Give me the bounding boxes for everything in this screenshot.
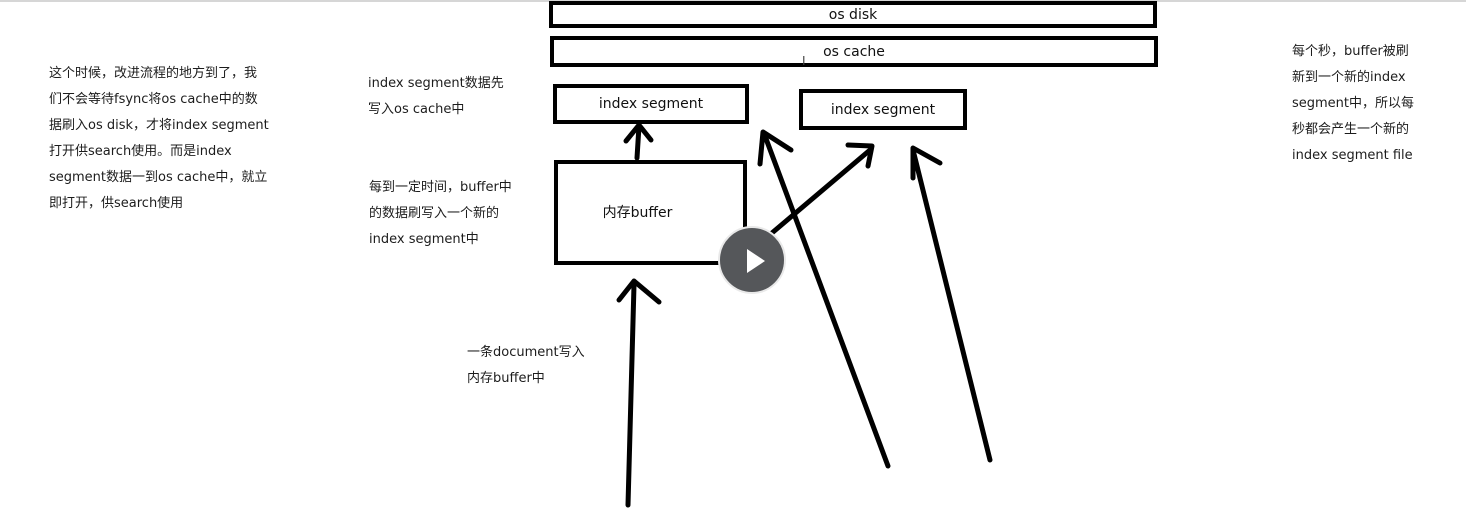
index-segment-label-2: index segment: [830, 101, 936, 118]
arrow-buffer-to-segment: [634, 123, 642, 161]
play-icon: [747, 249, 765, 273]
note-right: 每个秒，buffer被刷 新到一个新的index segment中，所以每 秒都…: [1292, 44, 1415, 163]
note-buffer-flush: 每到一定时间，buffer中 的数据刷写入一个新的 index segment中: [369, 180, 512, 247]
os-cache-box: os cache: [550, 36, 1158, 67]
arrow-buffer-to-segment-2-head: [845, 142, 875, 169]
note-document-write: 一条document写入 内存buffer中: [467, 345, 585, 386]
index-segment-label-1: index segment: [598, 96, 704, 112]
index-segment-box-2: index segment: [799, 89, 967, 130]
os-disk-label: os disk: [828, 6, 878, 23]
arrow-buffer-to-segment-head: [623, 122, 654, 144]
arrow-long-to-segment-1: [762, 133, 891, 469]
arrow-long-to-segment-1-head: [757, 129, 794, 167]
arrow-document-to-buffer: [625, 282, 637, 508]
arrow-document-to-buffer-head: [616, 278, 662, 305]
os-disk-box: os disk: [549, 1, 1157, 28]
note-left: 这个时候，改进流程的地方到了，我 们不会等待fsync将os cache中的数 …: [49, 66, 269, 211]
memory-buffer-label: 内存buffer: [602, 205, 673, 221]
os-cache-label: os cache: [823, 43, 885, 60]
arrow-long-to-segment-2: [910, 147, 993, 463]
index-segment-box-1: index segment: [553, 84, 749, 124]
text-cursor-icon: I: [802, 54, 806, 68]
note-segment-write: index segment数据先 写入os cache中: [368, 76, 504, 117]
memory-buffer-box: 内存buffer: [554, 160, 747, 265]
play-button[interactable]: [718, 226, 786, 294]
arrow-buffer-to-segment-2: [763, 147, 873, 241]
arrow-long-to-segment-2-head: [910, 145, 943, 181]
